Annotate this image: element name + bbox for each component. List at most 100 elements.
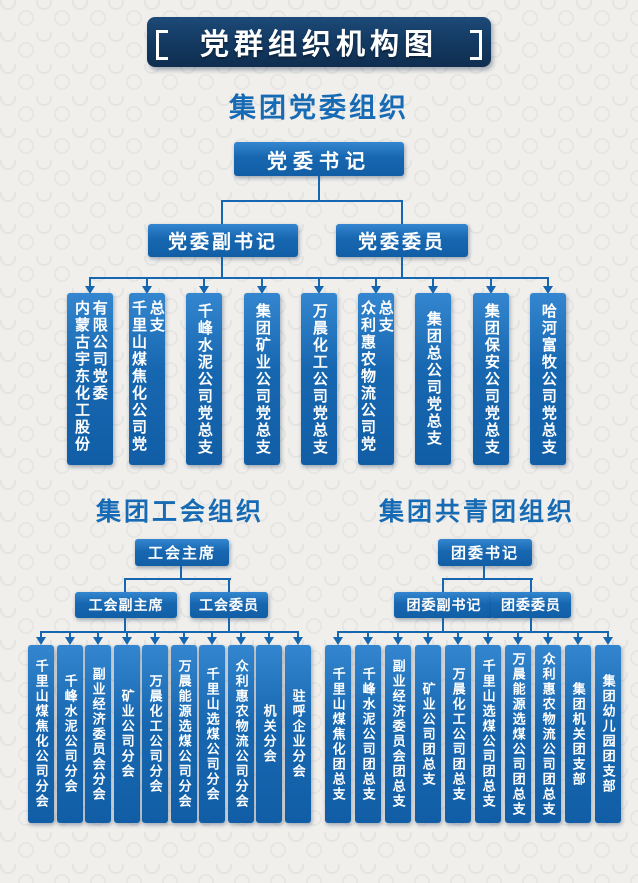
connector-arrow-icon bbox=[179, 637, 189, 645]
connector-line bbox=[375, 277, 377, 287]
union-branch-label: 众利惠农物流公司分会 bbox=[233, 659, 249, 809]
connector-line bbox=[221, 257, 223, 277]
connector-line bbox=[318, 277, 320, 287]
connector-arrow-icon bbox=[513, 637, 523, 645]
union-branch-box: 千峰水泥公司分会 bbox=[57, 645, 83, 823]
connector-arrow-icon bbox=[314, 286, 324, 294]
union-section-heading: 集团工会组织 bbox=[95, 498, 264, 526]
party-branch-box: 集团矿业公司党总支 bbox=[244, 293, 280, 465]
union-branch-label: 驻呼企业分会 bbox=[290, 689, 306, 779]
connector-arrow-icon bbox=[486, 286, 496, 294]
party-branch-label: 集团保安公司党总支 bbox=[482, 302, 500, 456]
union-root-box: 工会主席 bbox=[135, 539, 229, 566]
party-branch-box: 集团总公司党总支 bbox=[415, 293, 451, 465]
party-branch-label: 千峰水泥公司党总支 bbox=[195, 302, 213, 456]
connector-line bbox=[442, 578, 444, 592]
connector-line bbox=[483, 566, 485, 578]
youth-branch-box: 集团机关团支部 bbox=[565, 645, 591, 823]
connector-arrow-icon bbox=[65, 637, 75, 645]
connector-line bbox=[222, 200, 403, 202]
party-branch-box: 集团保安公司党总支 bbox=[473, 293, 509, 465]
party-member-box: 党委委员 bbox=[336, 224, 468, 257]
union-branch-label: 千里山选煤公司分会 bbox=[204, 666, 220, 802]
party-branch-box: 哈河富牧公司党总支 bbox=[530, 293, 566, 465]
party-branch-label: 集团总公司党总支 bbox=[424, 311, 442, 447]
connector-line bbox=[228, 578, 230, 592]
connector-line bbox=[124, 618, 126, 631]
youth-branch-box: 千峰水泥公司团总支 bbox=[355, 645, 381, 823]
youth-branch-label: 万晨能源选煤公司团总支 bbox=[510, 651, 526, 817]
page-title: 党群组织机构图 bbox=[199, 29, 438, 61]
banner-right-bracket-icon bbox=[470, 30, 482, 60]
youth-branch-box: 千里山选煤公司团总支 bbox=[475, 645, 501, 823]
connector-line bbox=[547, 277, 549, 287]
youth-deputy-secretary-box: 团委副书记 bbox=[394, 592, 494, 618]
connector-line bbox=[432, 277, 434, 287]
connector-line bbox=[490, 277, 492, 287]
connector-line bbox=[297, 631, 299, 638]
union-branch-box: 万晨化工公司分会 bbox=[142, 645, 168, 823]
union-branch-box: 众利惠农物流公司分会 bbox=[228, 645, 254, 823]
connector-line bbox=[443, 578, 533, 580]
page-title-banner: 党群组织机构图 bbox=[147, 17, 491, 67]
connector-arrow-icon bbox=[207, 637, 217, 645]
banner-left-bracket-icon bbox=[156, 30, 168, 60]
connector-arrow-icon bbox=[393, 637, 403, 645]
connector-line bbox=[530, 578, 532, 592]
connector-line bbox=[261, 277, 263, 287]
connector-line bbox=[442, 618, 444, 631]
connector-line bbox=[154, 631, 156, 638]
connector-line bbox=[211, 631, 213, 638]
party-root-box: 党委书记 bbox=[234, 142, 404, 176]
connector-line bbox=[530, 618, 532, 631]
connector-line bbox=[397, 631, 399, 638]
connector-line bbox=[517, 631, 519, 638]
connector-arrow-icon bbox=[85, 286, 95, 294]
connector-arrow-icon bbox=[423, 637, 433, 645]
union-branch-box: 千里山煤焦化公司分会 bbox=[28, 645, 54, 823]
party-branch-label: 集团矿业公司党总支 bbox=[253, 302, 271, 456]
connector-line bbox=[146, 277, 148, 287]
youth-branch-box: 集团幼儿园团支部 bbox=[595, 645, 621, 823]
connector-line bbox=[40, 631, 42, 638]
youth-root-box: 团委书记 bbox=[438, 539, 532, 566]
connector-line bbox=[240, 631, 242, 638]
connector-arrow-icon bbox=[93, 637, 103, 645]
connector-line bbox=[337, 631, 339, 638]
party-branch-label: 众利惠农物流公司党总支 bbox=[359, 300, 394, 453]
connector-arrow-icon bbox=[199, 286, 209, 294]
connector-line bbox=[89, 277, 91, 287]
union-branch-label: 副业经济委员会分会 bbox=[90, 666, 106, 802]
connector-arrow-icon bbox=[293, 637, 303, 645]
connector-arrow-icon bbox=[363, 637, 373, 645]
youth-member-box: 团委委员 bbox=[491, 592, 571, 618]
connector-arrow-icon bbox=[257, 286, 267, 294]
union-branch-label: 千峰水泥公司分会 bbox=[62, 674, 78, 794]
connector-arrow-icon bbox=[543, 286, 553, 294]
youth-branch-label: 集团机关团支部 bbox=[570, 681, 586, 787]
youth-branch-box: 矿业公司团总支 bbox=[415, 645, 441, 823]
connector-line bbox=[401, 257, 403, 277]
youth-branch-label: 万晨化工公司团总支 bbox=[450, 666, 466, 802]
party-section-heading: 集团党委组织 bbox=[229, 93, 409, 123]
connector-arrow-icon bbox=[122, 637, 132, 645]
party-branch-label: 千里山煤焦化公司党总支 bbox=[130, 300, 165, 453]
connector-arrow-icon bbox=[36, 637, 46, 645]
party-branch-box: 千峰水泥公司党总支 bbox=[186, 293, 222, 465]
union-branch-label: 万晨能源选煤公司分会 bbox=[176, 659, 192, 809]
connector-line bbox=[338, 631, 609, 633]
youth-branch-label: 千峰水泥公司团总支 bbox=[360, 666, 376, 802]
connector-arrow-icon bbox=[543, 637, 553, 645]
connector-line bbox=[318, 176, 320, 200]
union-branch-box: 万晨能源选煤公司分会 bbox=[171, 645, 197, 823]
connector-line bbox=[41, 631, 299, 633]
youth-branch-label: 千里山选煤公司团总支 bbox=[480, 659, 496, 809]
connector-line bbox=[69, 631, 71, 638]
connector-line bbox=[401, 200, 403, 224]
youth-branch-label: 矿业公司团总支 bbox=[420, 681, 436, 787]
connector-arrow-icon bbox=[142, 286, 152, 294]
party-branch-box: 内蒙古宇东化工股份有限公司党委 bbox=[67, 293, 113, 465]
union-branch-box: 矿业公司分会 bbox=[114, 645, 140, 823]
party-branch-label: 内蒙古宇东化工股份有限公司党委 bbox=[73, 300, 108, 453]
youth-section-heading: 集团共青团组织 bbox=[378, 498, 575, 526]
